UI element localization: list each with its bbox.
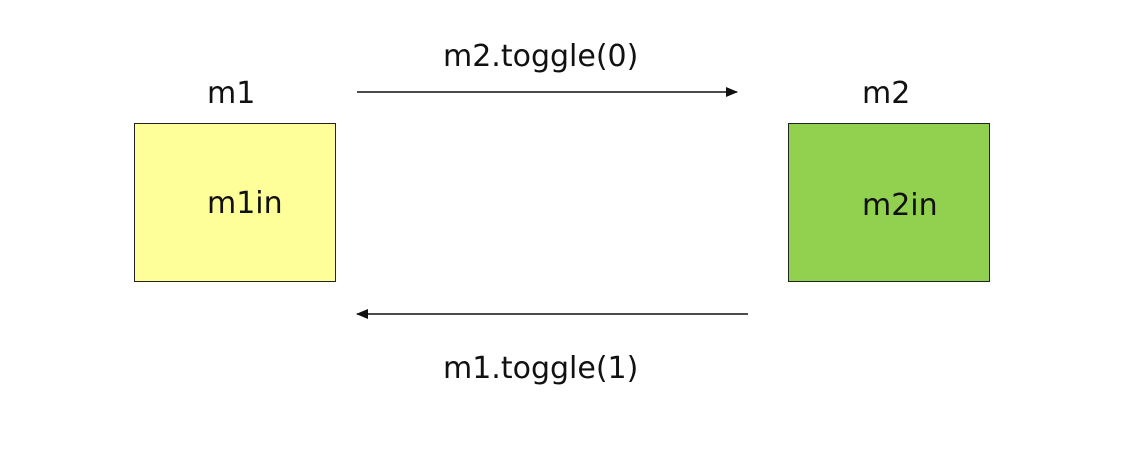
module-m1-title: m1	[207, 76, 256, 111]
module-m2-title: m2	[862, 76, 911, 111]
module-m1-inner-label: m1in	[207, 186, 283, 221]
module-m2-inner-label: m2in	[862, 188, 938, 223]
module-m2-box: m2in	[788, 123, 990, 282]
module-m1-box: m1in	[134, 123, 336, 282]
arrow-top-label: m2.toggle(0)	[443, 39, 639, 74]
arrow-bottom-label: m1.toggle(1)	[443, 351, 639, 386]
